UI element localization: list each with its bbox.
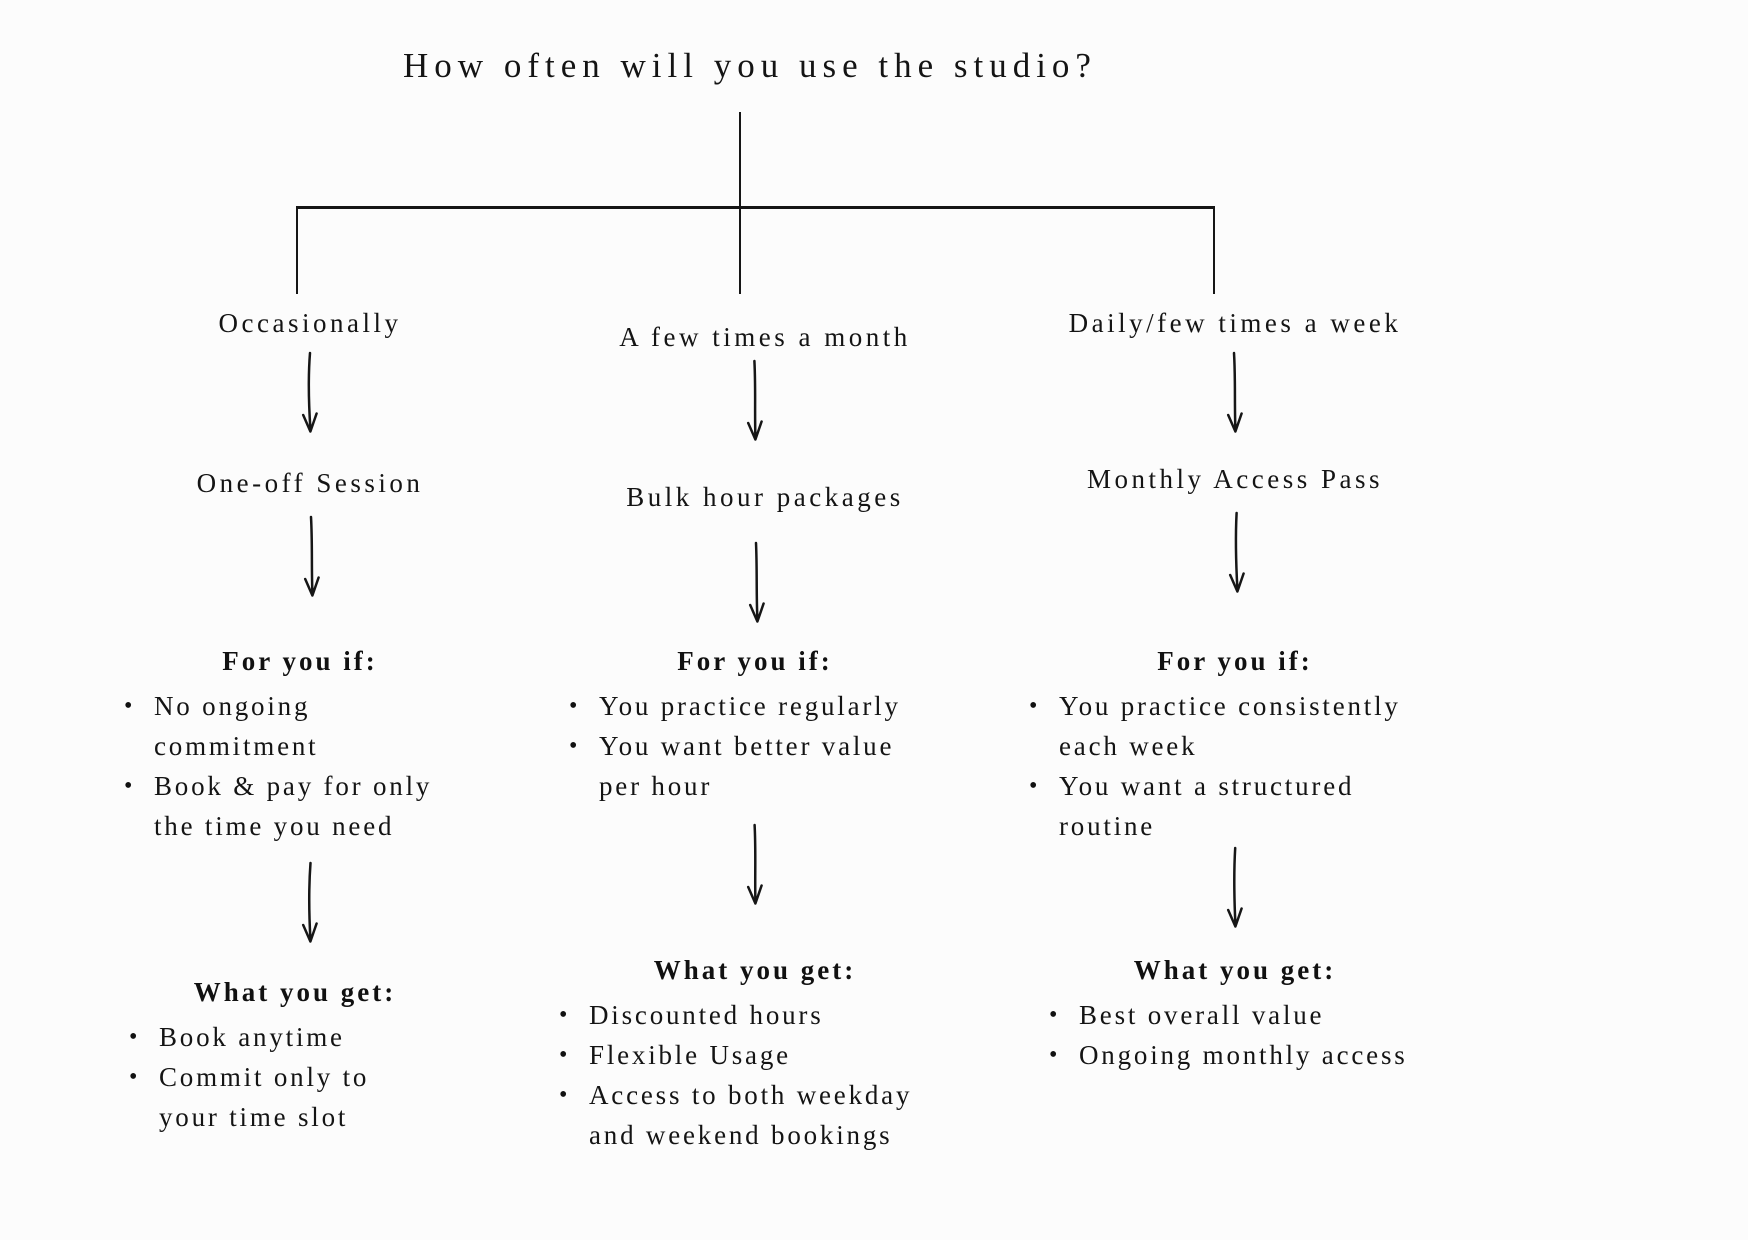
down-arrow-icon xyxy=(301,351,318,433)
connector-crossbar-line xyxy=(296,206,1215,209)
what-you-get-section: What you get: Discounted hours Flexible … xyxy=(545,953,965,1155)
bullet-list: You practice consistently each week You … xyxy=(1015,686,1455,846)
bullet-list: Book anytime Commit only to your time sl… xyxy=(115,1017,475,1137)
option-label: Bulk hour packages xyxy=(626,482,904,512)
connector-stem-line xyxy=(739,112,741,208)
for-you-if-section: For you if: You practice regularly You w… xyxy=(555,644,955,806)
bullet-item: You practice regularly xyxy=(555,686,955,726)
section-heading: For you if: xyxy=(677,646,833,676)
bullet-list: You practice regularly You want better v… xyxy=(555,686,955,806)
down-arrow-icon xyxy=(746,359,763,441)
section-heading: For you if: xyxy=(222,646,378,676)
connector-drop-left-line xyxy=(296,208,298,294)
bullet-item: You want better value per hour xyxy=(555,726,955,806)
page-title: How often will you use the studio? xyxy=(403,46,1097,85)
down-arrow-icon xyxy=(1226,351,1243,433)
down-arrow-icon xyxy=(301,861,318,943)
bullet-item: Best overall value xyxy=(1035,995,1435,1035)
branch-label: A few times a month xyxy=(619,322,911,352)
for-you-if-section: For you if: You practice consistently ea… xyxy=(1015,644,1455,846)
option-label: Monthly Access Pass xyxy=(1087,464,1383,494)
bullet-item: Commit only to your time slot xyxy=(115,1057,475,1137)
bullet-item: Discounted hours xyxy=(545,995,965,1035)
connector-drop-middle-line xyxy=(739,208,741,294)
section-heading: What you get: xyxy=(1133,955,1337,985)
bullet-list: Discounted hours Flexible Usage Access t… xyxy=(545,995,965,1155)
bullet-item: You practice consistently each week xyxy=(1015,686,1455,766)
down-arrow-icon xyxy=(1228,511,1245,593)
option-label: One-off Session xyxy=(196,468,424,498)
what-you-get-section: What you get: Book anytime Commit only t… xyxy=(115,975,475,1137)
branch-label: Occasionally xyxy=(218,308,402,338)
bullet-list: Best overall value Ongoing monthly acces… xyxy=(1035,995,1435,1075)
bullet-item: Book & pay for only the time you need xyxy=(110,766,490,846)
down-arrow-icon xyxy=(748,541,765,623)
bullet-item: Access to both weekday and weekend booki… xyxy=(545,1075,965,1155)
bullet-item: No ongoing commitment xyxy=(110,686,490,766)
bullet-item: You want a structured routine xyxy=(1015,766,1455,846)
for-you-if-section: For you if: No ongoing commitment Book &… xyxy=(110,644,490,846)
section-heading: What you get: xyxy=(653,955,857,985)
bullet-item: Book anytime xyxy=(115,1017,475,1057)
what-you-get-section: What you get: Best overall value Ongoing… xyxy=(1035,953,1435,1075)
bullet-list: No ongoing commitment Book & pay for onl… xyxy=(110,686,490,846)
bullet-item: Ongoing monthly access xyxy=(1035,1035,1435,1075)
down-arrow-icon xyxy=(303,515,320,597)
bullet-item: Flexible Usage xyxy=(545,1035,965,1075)
section-heading: For you if: xyxy=(1157,646,1313,676)
connector-drop-right-line xyxy=(1213,208,1215,294)
branch-label: Daily/few times a week xyxy=(1068,308,1402,338)
down-arrow-icon xyxy=(1226,846,1243,928)
down-arrow-icon xyxy=(746,823,763,905)
section-heading: What you get: xyxy=(193,977,397,1007)
